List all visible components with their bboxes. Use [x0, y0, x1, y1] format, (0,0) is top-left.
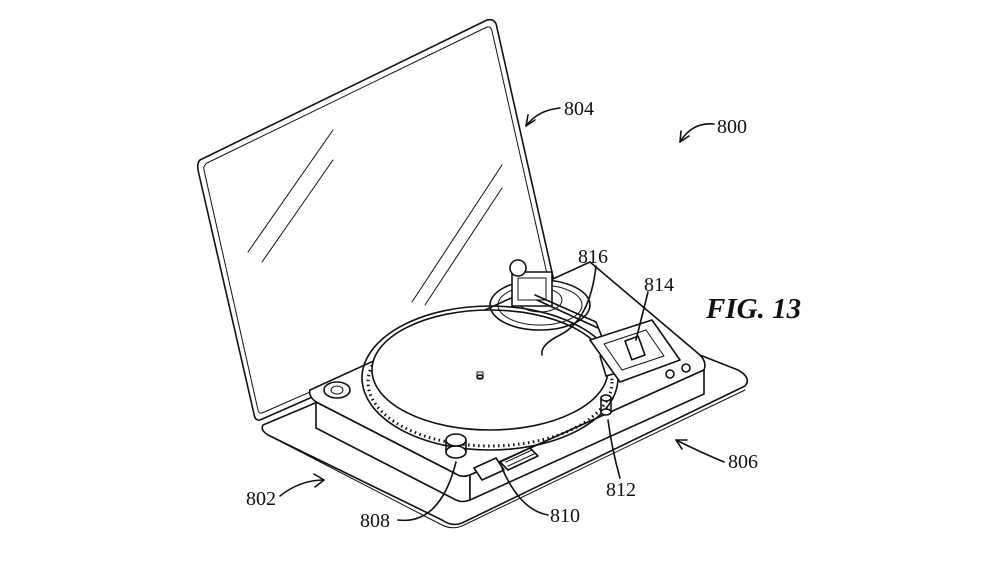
ref-800: 800 [717, 116, 747, 138]
ref-808: 808 [360, 510, 390, 532]
ref-802: 802 [246, 488, 276, 510]
front-control [473, 447, 539, 481]
ref-814: 814 [644, 274, 674, 296]
ref-810: 810 [550, 505, 580, 527]
ref-816: 816 [578, 246, 608, 268]
ref-806: 806 [728, 451, 758, 473]
figure-title: FIG. 13 [705, 293, 801, 325]
knob [445, 433, 467, 459]
pitch-slider [589, 319, 691, 383]
tonearm-assembly [489, 259, 621, 377]
start-button [600, 394, 612, 416]
ref-812: 812 [606, 479, 636, 501]
ref-804: 804 [564, 98, 594, 120]
leader-lines [279, 107, 725, 522]
